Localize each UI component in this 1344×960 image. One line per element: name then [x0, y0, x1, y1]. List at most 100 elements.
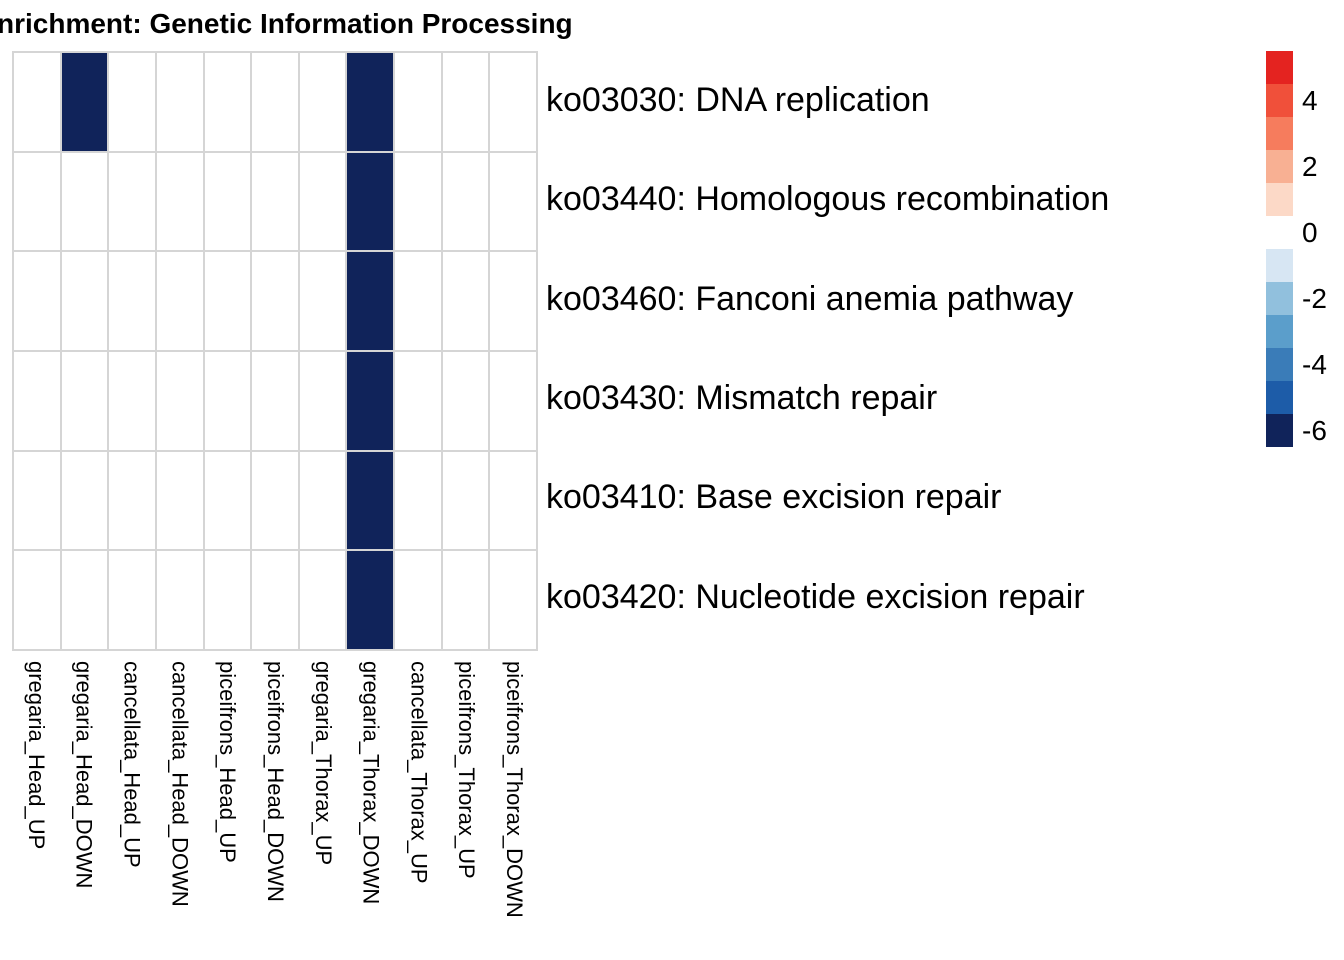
heatmap-cell [109, 351, 155, 450]
row-label: ko03030: DNA replication [546, 81, 930, 120]
heatmap-cell [490, 451, 536, 550]
legend-segment [1266, 51, 1293, 84]
heatmap-cell [14, 551, 60, 649]
legend-segment [1266, 348, 1293, 381]
heatmap-cell [109, 152, 155, 251]
heatmap-cell [156, 252, 203, 350]
heatmap-cell [347, 551, 394, 649]
heatmap-cell [299, 351, 346, 450]
legend-colorbar [1266, 51, 1293, 447]
heatmap-cell [204, 451, 251, 550]
column-labels: gregaria_Head_UP gregaria_Head_DOWN cancel… [12, 661, 538, 951]
heatmap-cell [252, 551, 298, 649]
heatmap-cell [109, 252, 155, 350]
heatmap-cell [252, 451, 298, 550]
column-label-slot: cancellata_Head_UP [108, 661, 156, 951]
heatmap-cell [347, 53, 394, 151]
heatmap-cell [299, 53, 346, 151]
heatmap-cell [204, 252, 251, 350]
heatmap-cell [442, 451, 489, 550]
heatmap-cell [252, 53, 298, 151]
heatmap-cell [252, 152, 298, 251]
column-label: gregaria_Head_UP [23, 661, 49, 850]
heatmap-cell [442, 252, 489, 350]
heatmap-cell [442, 152, 489, 251]
heatmap-cell [347, 451, 394, 550]
heatmap-cell [347, 152, 394, 251]
column-label-slot: piceifrons_Head_UP [203, 661, 251, 951]
heatmap-cell [14, 451, 60, 550]
heatmap-cell [61, 351, 108, 450]
heatmap-cell [14, 53, 60, 151]
heatmap-cell [204, 152, 251, 251]
column-label-slot: piceifrons_Thorax_UP [442, 661, 490, 951]
heatmap-cell [442, 551, 489, 649]
column-label-slot: gregaria_Head_DOWN [60, 661, 108, 951]
heatmap-cell [347, 351, 394, 450]
column-label: cancellata_Thorax_UP [406, 661, 432, 884]
legend-segment [1266, 315, 1293, 348]
column-label: piceifrons_Head_UP [215, 661, 241, 863]
column-label-slot: cancellata_Head_DOWN [155, 661, 203, 951]
legend-tick-label: 2 [1302, 150, 1318, 182]
heatmap-cell [299, 152, 346, 251]
column-label-slot: gregaria_Thorax_UP [299, 661, 347, 951]
column-label-slot: gregaria_Head_UP [12, 661, 60, 951]
heatmap-cell [299, 451, 346, 550]
heatmap-cell [204, 551, 251, 649]
legend-segment [1266, 282, 1293, 315]
heatmap-cell [347, 252, 394, 350]
heatmap-cell [252, 252, 298, 350]
heatmap-cell [14, 152, 60, 251]
heatmap-cell [156, 53, 203, 151]
legend-segment [1266, 381, 1293, 414]
heatmap-cell [490, 351, 536, 450]
heatmap-cell [156, 551, 203, 649]
heatmap-cell [61, 152, 108, 251]
column-label: piceifrons_Thorax_UP [454, 661, 480, 879]
heatmap-cell [395, 451, 441, 550]
heatmap-cell [156, 152, 203, 251]
row-label: ko03420: Nucleotide excision repair [546, 577, 1085, 616]
heatmap-cell [61, 252, 108, 350]
heatmap-grid [12, 51, 538, 651]
heatmap-cell [61, 451, 108, 550]
legend-tick-label: 0 [1302, 216, 1318, 248]
row-label: ko03410: Base excision repair [546, 478, 1002, 517]
heatmap-cell [395, 152, 441, 251]
column-label: gregaria_Head_DOWN [71, 661, 97, 889]
column-label: gregaria_Thorax_DOWN [358, 661, 384, 905]
column-label-slot: gregaria_Thorax_DOWN [347, 661, 395, 951]
heatmap-cell [252, 351, 298, 450]
legend-segment [1266, 84, 1293, 117]
heatmap-cell [61, 53, 108, 151]
heatmap-cell [395, 53, 441, 151]
heatmap-cell [299, 551, 346, 649]
heatmap-cell [204, 53, 251, 151]
column-label: cancellata_Head_UP [119, 661, 145, 868]
heatmap-cell [109, 551, 155, 649]
heatmap-cell [395, 351, 441, 450]
heatmap-cell [490, 53, 536, 151]
legend-segment [1266, 150, 1293, 183]
legend-tick-label: -2 [1302, 282, 1327, 314]
column-label: cancellata_Head_DOWN [167, 661, 193, 907]
legend-segment [1266, 216, 1293, 249]
heatmap-cell [109, 451, 155, 550]
heatmap-cell [156, 351, 203, 450]
column-label: piceifrons_Head_DOWN [262, 661, 288, 902]
heatmap-cell [395, 551, 441, 649]
heatmap-cell [490, 152, 536, 251]
column-label: piceifrons_Thorax_DOWN [502, 661, 528, 918]
legend-segment [1266, 249, 1293, 282]
legend-segment [1266, 117, 1293, 150]
legend-segment [1266, 414, 1293, 447]
heatmap-cell [14, 351, 60, 450]
legend-tick-label: 4 [1302, 84, 1318, 116]
heatmap-cell [442, 53, 489, 151]
heatmap-cell [14, 252, 60, 350]
row-label: ko03430: Mismatch repair [546, 379, 938, 418]
column-label-slot: cancellata_Thorax_UP [395, 661, 443, 951]
